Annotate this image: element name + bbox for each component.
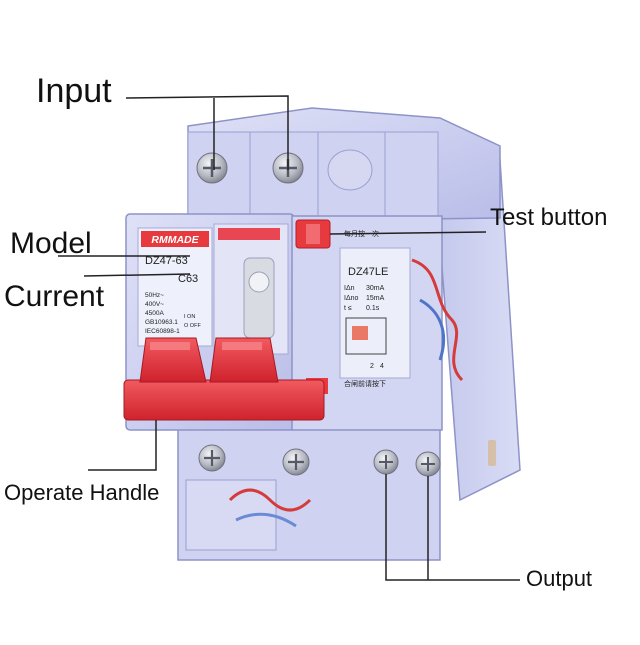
spec-line-4: GB10963.1 <box>145 319 178 326</box>
rcd-bottom-note: 合闸前请按下 <box>344 379 386 388</box>
rcd-title: DZ47LE <box>348 266 388 278</box>
operate-handle-leader <box>88 420 157 471</box>
current-leader <box>83 273 191 277</box>
rcd-spec-1-label: IΔn <box>344 285 355 292</box>
output-label: Output <box>526 566 593 591</box>
current-print: C63 <box>178 273 198 285</box>
housing-rear <box>435 158 521 502</box>
spec-line-5: IEC60898-1 <box>145 328 180 335</box>
test-button-leader <box>329 231 487 235</box>
terminal-num-4: 4 <box>380 363 384 370</box>
terminal-num-2: 2 <box>370 363 374 370</box>
output-screw-left <box>373 449 399 475</box>
brand-text: RMMADE <box>151 234 199 246</box>
rcd-spec-3-label: t ≤ <box>344 305 352 312</box>
current-label: Current <box>4 280 105 313</box>
on-mark: I ON <box>184 314 195 320</box>
test-button-label: Test button <box>490 204 608 231</box>
input-leader-right <box>125 95 289 170</box>
rcd-spec-2-value: 15mA <box>366 295 385 302</box>
rcd-spec-3-value: 0.1s <box>366 305 380 312</box>
rcd-spec-2-label: IΔno <box>344 295 359 302</box>
off-mark: O OFF <box>184 323 201 329</box>
bottom-screws <box>198 444 310 476</box>
input-label: Input <box>36 72 112 110</box>
output-leader-left <box>385 474 520 581</box>
spec-line-2: 400V~ <box>145 301 164 308</box>
leader-lines <box>58 95 520 581</box>
lower-body <box>177 419 441 561</box>
operate-handle-label: Operate Handle <box>4 480 160 505</box>
spec-line-1: 50Hz~ <box>145 292 164 299</box>
brand-band: RMMADE DZ47-63 C63 50Hz~ 400V~ 4500A GB1… <box>141 231 209 335</box>
output-screw-right <box>415 451 441 477</box>
operate-handle <box>123 337 325 421</box>
rcd-spec-1-value: 30mA <box>366 285 385 292</box>
spec-line-3: 4500A <box>145 310 164 317</box>
input-screw-left <box>196 152 228 184</box>
model-label: Model <box>10 227 92 260</box>
model-print: DZ47-63 <box>145 255 188 267</box>
top-terminal-block <box>187 107 501 223</box>
